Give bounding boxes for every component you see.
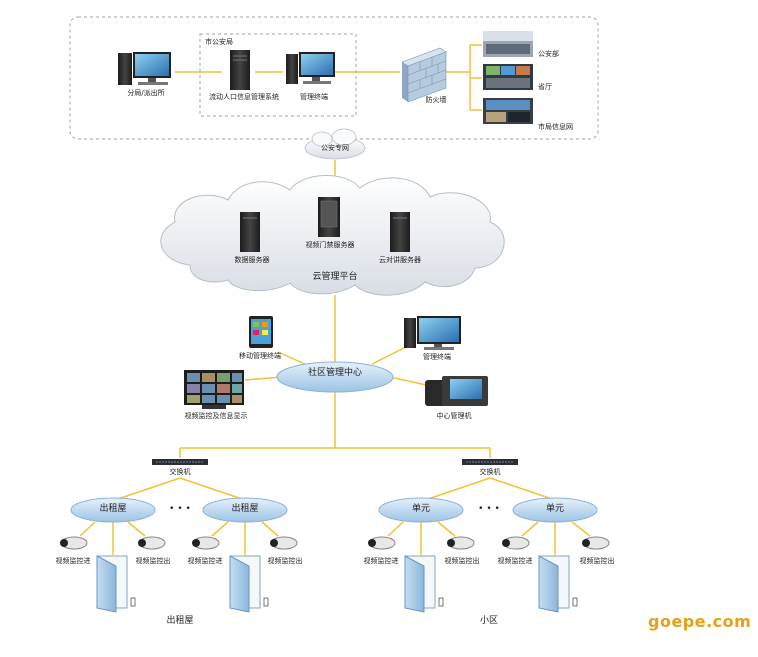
camera-out-label-3: 视频监控出 bbox=[444, 557, 480, 565]
video-display-label: 视频监控及信息显示 bbox=[184, 412, 248, 420]
province-photo bbox=[483, 64, 533, 90]
firewall-icon bbox=[401, 47, 447, 103]
intercom-server-label: 云对讲服务器 bbox=[379, 256, 421, 264]
camera-out-label-4: 视频监控出 bbox=[579, 557, 615, 565]
camera-in-icon-1 bbox=[60, 536, 88, 550]
door-icon-2 bbox=[229, 555, 269, 613]
left-group-label: 出租屋 bbox=[166, 616, 194, 626]
branch-label: 分局/派出所 bbox=[127, 89, 165, 97]
door-icon-1 bbox=[96, 555, 136, 613]
camera-in-label-4: 视频监控进 bbox=[497, 557, 533, 565]
camera-in-icon-2 bbox=[192, 536, 220, 550]
rental-label-1: 出租屋 bbox=[99, 504, 127, 514]
right-switch-label: 交换机 bbox=[479, 468, 501, 476]
camera-out-icon-1 bbox=[138, 536, 166, 550]
unit-label-1: 单元 bbox=[411, 504, 431, 514]
unit-node-2 bbox=[512, 497, 598, 523]
floating-population-server-icon bbox=[230, 50, 250, 90]
branch-computer-icon bbox=[118, 52, 171, 85]
mobile-terminal-icon bbox=[249, 316, 273, 348]
community-center-label: 社区管理中心 bbox=[307, 368, 363, 378]
door-icon-4 bbox=[538, 555, 578, 613]
community-mgmt-terminal-icon bbox=[404, 316, 461, 350]
right-switch-icon bbox=[462, 459, 518, 465]
video-server-label: 视频门禁服务器 bbox=[305, 241, 355, 249]
camera-in-icon-3 bbox=[368, 536, 396, 550]
firewall-label: 防火墙 bbox=[425, 96, 447, 104]
police-net-cloud bbox=[304, 128, 366, 160]
right-group-label: 小区 bbox=[479, 616, 499, 626]
left-switch-label: 交换机 bbox=[169, 468, 191, 476]
floating-system-label: 流动人口信息管理系统 bbox=[209, 93, 279, 101]
camera-in-label-3: 视频监控进 bbox=[363, 557, 399, 565]
city-info-photo bbox=[483, 98, 533, 124]
unit-ellipsis: • • • bbox=[478, 504, 500, 514]
video-access-server-icon bbox=[318, 197, 340, 237]
camera-out-label-1: 视频监控出 bbox=[135, 557, 171, 565]
public-security-region bbox=[69, 16, 599, 140]
camera-out-label-2: 视频监控出 bbox=[267, 557, 303, 565]
rental-node-1 bbox=[70, 497, 156, 523]
center-machine-label: 中心管理机 bbox=[436, 412, 472, 420]
camera-out-icon-3 bbox=[447, 536, 475, 550]
camera-out-icon-2 bbox=[270, 536, 298, 550]
city-bureau-region bbox=[199, 33, 357, 117]
province-label: 省厅 bbox=[538, 83, 552, 91]
data-server-label: 数据服务器 bbox=[234, 256, 270, 264]
camera-in-icon-4 bbox=[502, 536, 530, 550]
data-server-icon bbox=[240, 212, 260, 252]
camera-in-label-2: 视频监控进 bbox=[187, 557, 223, 565]
city-terminal-label: 管理终端 bbox=[300, 93, 328, 101]
watermark: goepe.com bbox=[648, 612, 752, 631]
video-display-icon bbox=[184, 370, 244, 409]
rental-ellipsis: • • • bbox=[169, 504, 191, 514]
door-icon-3 bbox=[404, 555, 444, 613]
ministry-label: 公安部 bbox=[538, 50, 559, 58]
rental-label-2: 出租屋 bbox=[231, 504, 259, 514]
city-mgmt-terminal-icon bbox=[286, 52, 335, 84]
camera-out-icon-4 bbox=[582, 536, 610, 550]
police-net-label: 公安专网 bbox=[321, 144, 349, 152]
community-terminal-label: 管理终端 bbox=[423, 353, 451, 361]
mobile-terminal-label: 移动管理终端 bbox=[239, 352, 281, 360]
left-switch-icon bbox=[152, 459, 208, 465]
rental-node-2 bbox=[202, 497, 288, 523]
unit-node-1 bbox=[378, 497, 464, 523]
camera-in-label-1: 视频监控进 bbox=[55, 557, 91, 565]
city-bureau-label: 市公安局 bbox=[205, 38, 233, 46]
cloud-platform-title: 云管理平台 bbox=[312, 272, 358, 282]
unit-label-2: 单元 bbox=[545, 504, 565, 514]
center-machine-icon bbox=[425, 376, 488, 406]
city-info-label: 市局信息网 bbox=[538, 123, 573, 131]
intercom-server-icon bbox=[390, 212, 410, 252]
ministry-photo bbox=[483, 31, 533, 57]
community-center-node bbox=[276, 361, 394, 393]
